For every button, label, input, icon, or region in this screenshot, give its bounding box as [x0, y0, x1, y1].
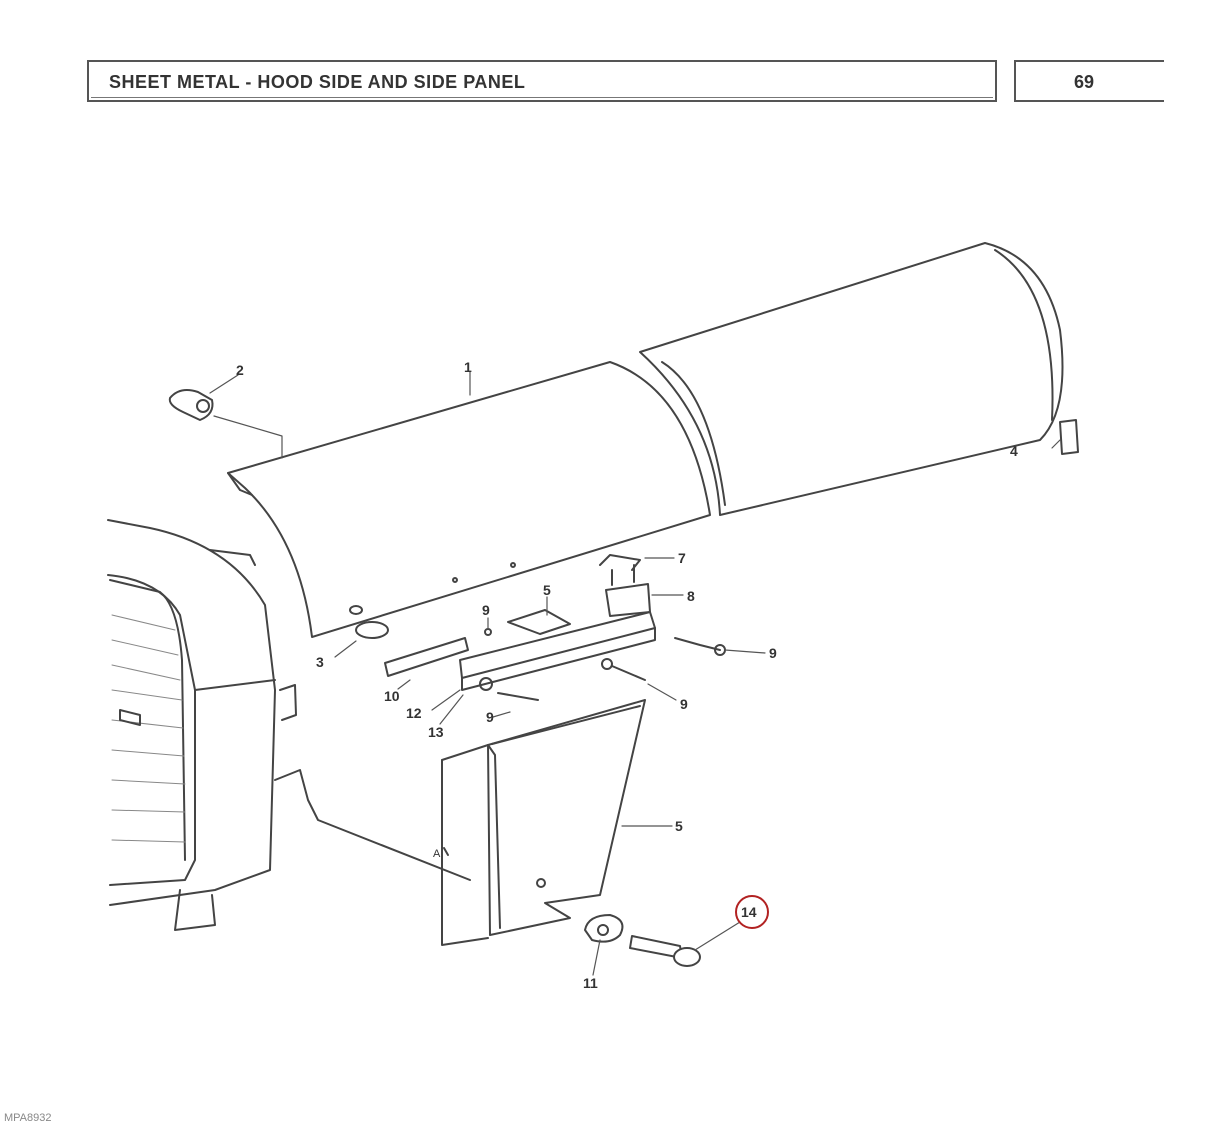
page-number: 69 [1074, 72, 1095, 92]
rail-assembly [384, 554, 656, 691]
callout-9-right: 9 [769, 645, 777, 661]
page-number-box: 69 [1014, 60, 1164, 102]
callout-14: 14 [741, 904, 757, 920]
callout-9-left: 9 [486, 709, 494, 725]
side-panel [441, 699, 646, 946]
callout-5-panel: 5 [675, 818, 683, 834]
callout-a: A [433, 848, 441, 860]
callout-9-top: 9 [482, 602, 490, 618]
sheet-title: SHEET METAL - HOOD SIDE AND SIDE PANEL [109, 72, 526, 92]
leader-lines [209, 371, 1061, 976]
callout-4: 4 [1010, 443, 1018, 459]
callout-13: 13 [428, 724, 444, 740]
hood-side-panel [227, 242, 1064, 638]
front-grille-assembly [107, 519, 471, 931]
callout-12: 12 [406, 705, 422, 721]
callout-8: 8 [687, 588, 695, 604]
callout-9-lower: 9 [680, 696, 688, 712]
title-box: SHEET METAL - HOOD SIDE AND SIDE PANEL [87, 60, 997, 102]
callout-5-bracket: 5 [543, 582, 551, 598]
callout-2: 2 [236, 362, 244, 378]
callout-14-highlight-ring [735, 895, 769, 929]
callout-11: 11 [583, 975, 598, 991]
callout-10: 10 [384, 688, 400, 704]
hardware [168, 389, 1079, 967]
callout-3: 3 [316, 654, 324, 670]
callout-1: 1 [464, 359, 472, 375]
drawing-code: MPA8932 [4, 1112, 52, 1124]
callout-7: 7 [678, 550, 686, 566]
